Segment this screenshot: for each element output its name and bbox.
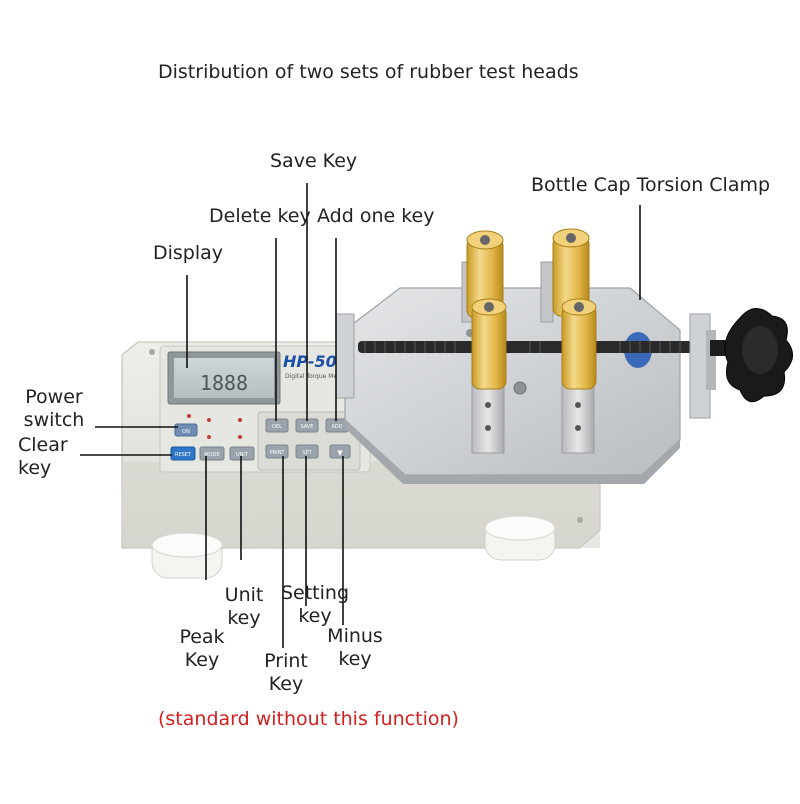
threaded-rod [358, 341, 738, 353]
rubber-test-head-back-left [466, 230, 504, 319]
label-unit-key: Unit key [224, 584, 264, 629]
rubber-foot-right [484, 515, 556, 561]
minus-key[interactable] [329, 444, 351, 459]
footnote: (standard without this function) [158, 708, 459, 730]
model-name: HP-50 [283, 352, 337, 371]
leader-lines [80, 183, 641, 648]
keys: ON RESET MODE UNIT DEL SAVE ADD PRINT SE… [170, 418, 351, 461]
svg-text:ADD: ADD [331, 424, 342, 430]
print-key[interactable] [265, 444, 289, 459]
label-add-one-key: Add one key [317, 205, 435, 227]
setting-key[interactable] [295, 444, 319, 459]
delete-key[interactable] [265, 418, 289, 433]
label-setting-key: Setting key [280, 582, 350, 627]
label-peak-key: Peak Key [179, 626, 225, 671]
svg-text:PRINT: PRINT [270, 450, 286, 456]
clamp-end-block-right [689, 313, 716, 419]
label-print-key: Print Key [264, 650, 308, 695]
label-delete-key: Delete key [209, 205, 311, 227]
power-key[interactable] [174, 423, 198, 437]
label-bottle-cap-clamp: Bottle Cap Torsion Clamp [531, 174, 771, 196]
model-subtitle: Digital Torque Meter [285, 373, 346, 380]
label-minus-key: Minus key [327, 625, 383, 670]
unit-key[interactable] [229, 446, 255, 461]
rubber-foot-left [151, 532, 223, 579]
svg-text:ON: ON [182, 429, 190, 435]
label-save-key: Save Key [270, 150, 358, 172]
svg-text:RESET: RESET [175, 452, 192, 458]
bottle-cap-clamp-plate [344, 287, 681, 484]
clamp-end-block-left [335, 313, 355, 399]
label-power-switch: Power switch [23, 386, 85, 431]
lcd-readout: 1888 [200, 371, 248, 395]
rubber-test-head-front-right [561, 298, 597, 390]
post-mount-back-right [540, 261, 554, 323]
svg-text:SAVE: SAVE [301, 424, 314, 430]
svg-text:DEL: DEL [272, 424, 282, 430]
rubber-test-head-front-left [471, 298, 507, 390]
svg-text:UNIT: UNIT [236, 452, 249, 458]
clear-key[interactable] [170, 446, 196, 461]
svg-text:MODE: MODE [204, 452, 219, 458]
svg-text:SET: SET [302, 450, 312, 456]
label-display: Display [153, 242, 224, 264]
diagram-title: Distribution of two sets of rubber test … [158, 61, 579, 83]
knob[interactable] [710, 308, 793, 403]
label-clear-key: Clear key [18, 434, 68, 479]
svg-text:▼: ▼ [337, 449, 343, 457]
